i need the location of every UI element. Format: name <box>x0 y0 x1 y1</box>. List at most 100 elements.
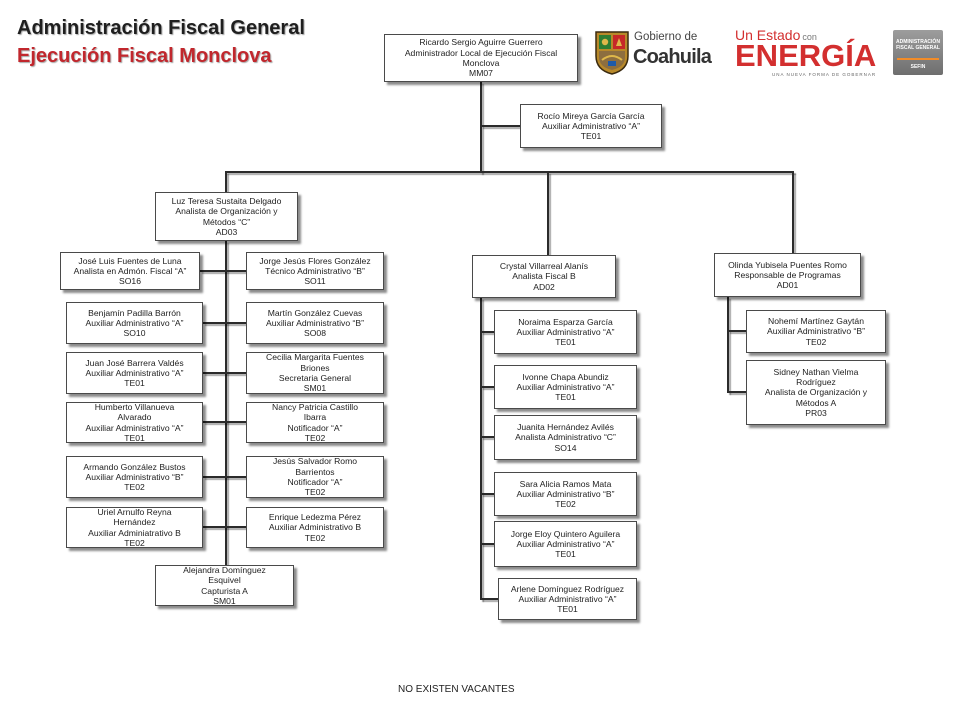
gobierno-logo-line1: Gobierno de <box>634 31 698 43</box>
org-box-alejandra-dominguez: Alejandra Domínguez Esquivel Capturista … <box>155 565 294 606</box>
position-code: TE02 <box>124 537 145 548</box>
job-title: Secretaria General <box>278 373 352 383</box>
connector-line <box>200 270 246 272</box>
connector-line <box>225 171 794 173</box>
job-title: Auxiliar Administrativo “A” <box>516 381 615 392</box>
page-subtitle: Ejecución Fiscal Monclova <box>17 45 272 67</box>
org-box-noraima-esparza: Noraima Esparza García Auxiliar Administ… <box>494 310 637 354</box>
person-name: Jesús Salvador Romo <box>272 456 358 467</box>
coat-of-arms-icon <box>594 30 630 81</box>
org-box-nohemi-martinez: Nohemí Martínez Gaytán Auxiliar Administ… <box>746 310 886 353</box>
connector-line <box>203 421 246 423</box>
person-name: Nancy Patricia Castillo <box>272 401 358 412</box>
energia-logo-prefix-text: Un Estado <box>735 27 801 43</box>
position-code: TE02 <box>555 499 576 510</box>
sefin-logo-line1: ADMINISTRACIÓN <box>896 39 940 45</box>
job-title: Técnico Administrativo “B” <box>265 265 365 276</box>
connector-line <box>203 322 246 324</box>
org-box-martin-gonzalez: Martín González Cuevas Auxiliar Administ… <box>246 302 384 344</box>
person-name: Enrique Ledezma Pérez <box>268 512 362 523</box>
person-name: Armando González Bustos <box>83 461 186 472</box>
position-code: SM01 <box>213 595 236 606</box>
person-name: Sara Alicia Ramos Mata <box>519 478 612 489</box>
connector-line <box>481 493 494 495</box>
connector-line <box>547 172 549 255</box>
position-code: AD01 <box>776 280 799 291</box>
person-name: Rocío Mireya García García <box>537 110 645 121</box>
energia-logo-word: ENERGÍA <box>735 38 877 73</box>
job-title: Auxiliar Administrativo “B” <box>516 488 615 499</box>
person-name: Benjamín Padilla Barrón <box>88 307 181 318</box>
sefin-logo-stripe <box>897 58 939 60</box>
person-name-cont: Alvarado <box>117 412 152 423</box>
connector-line <box>481 436 494 438</box>
job-title: Auxiliar Administrativo “A” <box>518 593 617 604</box>
org-box-rocio-garcia: Rocío Mireya García García Auxiliar Admi… <box>520 104 662 148</box>
position-code: SO16 <box>119 276 141 287</box>
position-code: TE01 <box>580 131 602 142</box>
person-name: Martín González Cuevas <box>267 307 363 318</box>
job-title: Analista en Admón. Fiscal “A” <box>73 265 187 276</box>
person-name-cont: Ibarra <box>303 412 327 423</box>
connector-line <box>728 330 746 332</box>
org-box-benjamin-padilla: Benjamín Padilla Barrón Auxiliar Adminis… <box>66 302 203 344</box>
position-code: TE01 <box>555 337 576 348</box>
org-box-ricardo-aguirre: Ricardo Sergio Aguirre Guerrero Administ… <box>384 34 578 82</box>
connector-line <box>481 543 494 545</box>
position-code: SO14 <box>554 442 577 453</box>
job-title: Capturista A <box>201 585 248 596</box>
person-name: Uriel Arnulfo Reyna <box>97 506 172 517</box>
job-title: Notificador “A” <box>287 422 343 433</box>
org-box-nancy-castillo: Nancy Patricia Castillo Ibarra Notificad… <box>246 402 384 443</box>
connector-line <box>727 297 729 393</box>
org-box-jorge-flores: Jorge Jesús Flores González Técnico Admi… <box>246 252 384 290</box>
gobierno-logo-line2: Coahuila <box>633 46 712 68</box>
person-name: Luz Teresa Sustaita Delgado <box>171 195 282 206</box>
position-code: MM07 <box>469 68 493 79</box>
org-box-olinda-puentes: Olinda Yubisela Puentes Romo Responsable… <box>714 253 861 297</box>
connector-line <box>481 125 520 127</box>
org-box-juan-barrera: Juan José Barrera Valdés Auxiliar Admini… <box>66 352 203 394</box>
person-name-cont: Briones <box>300 362 330 373</box>
person-name: Arlene Domínguez Rodríguez <box>510 583 625 594</box>
org-box-humberto-villanueva: Humberto Villanueva Alvarado Auxiliar Ad… <box>66 402 203 443</box>
person-name: Olinda Yubisela Puentes Romo <box>728 259 847 270</box>
person-name: Jorge Jesús Flores González <box>259 255 371 266</box>
connector-line <box>480 298 482 600</box>
position-code: PR03 <box>805 407 827 418</box>
vacancies-note: NO EXISTEN VACANTES <box>398 684 515 695</box>
person-name: Sidney Nathan Vielma <box>773 366 859 377</box>
job-title: Notificador “A” <box>287 477 343 487</box>
job-title: Auxiliar Administrativo B <box>268 522 362 533</box>
sefin-logo-line2: FISCAL GENERAL <box>896 45 940 51</box>
org-box-ivonne-chapa: Ivonne Chapa Abundiz Auxiliar Administra… <box>494 365 637 409</box>
job-title: Analista de Organización y <box>764 387 868 398</box>
job-title: Auxiliar Administrativo “B” <box>767 326 865 337</box>
position-code: TE01 <box>124 378 145 389</box>
person-name: Humberto Villanueva <box>94 401 175 412</box>
org-box-luz-sustaita: Luz Teresa Sustaita Delgado Analista de … <box>155 192 298 241</box>
job-title-cont: Métodos A <box>795 397 837 408</box>
position-code: TE01 <box>555 549 576 560</box>
sefin-logo-line3: SEFIN <box>910 64 926 70</box>
connector-line <box>481 598 498 600</box>
connector-line <box>203 372 246 374</box>
person-name: Nohemí Martínez Gaytán <box>767 316 864 327</box>
person-name: Jorge Eloy Quintero Aguilera <box>510 528 621 539</box>
org-box-uriel-reyna: Uriel Arnulfo Reyna Hernández Auxiliar A… <box>66 507 203 548</box>
person-name: Alejandra Domínguez <box>183 564 266 575</box>
job-title: Analista Fiscal B <box>512 271 576 282</box>
org-box-sara-ramos: Sara Alicia Ramos Mata Auxiliar Administ… <box>494 472 637 516</box>
org-box-enrique-ledezma: Enrique Ledezma Pérez Auxiliar Administr… <box>246 507 384 548</box>
job-title: Auxiliar Administrativo “B” <box>266 317 364 328</box>
position-code: AD03 <box>215 226 238 237</box>
position-code: SO10 <box>123 328 146 339</box>
position-code: TE02 <box>124 482 145 493</box>
job-title: Auxiliar Administrativo “A” <box>516 538 615 549</box>
org-box-jorge-quintero: Jorge Eloy Quintero Aguilera Auxiliar Ad… <box>494 521 637 567</box>
person-name: Juan José Barrera Valdés <box>85 357 184 368</box>
position-code: SO11 <box>304 276 326 287</box>
sefin-logo: ADMINISTRACIÓN FISCAL GENERAL SEFIN <box>893 30 943 75</box>
job-title: Auxiliar Administrativo “A” <box>85 367 184 378</box>
